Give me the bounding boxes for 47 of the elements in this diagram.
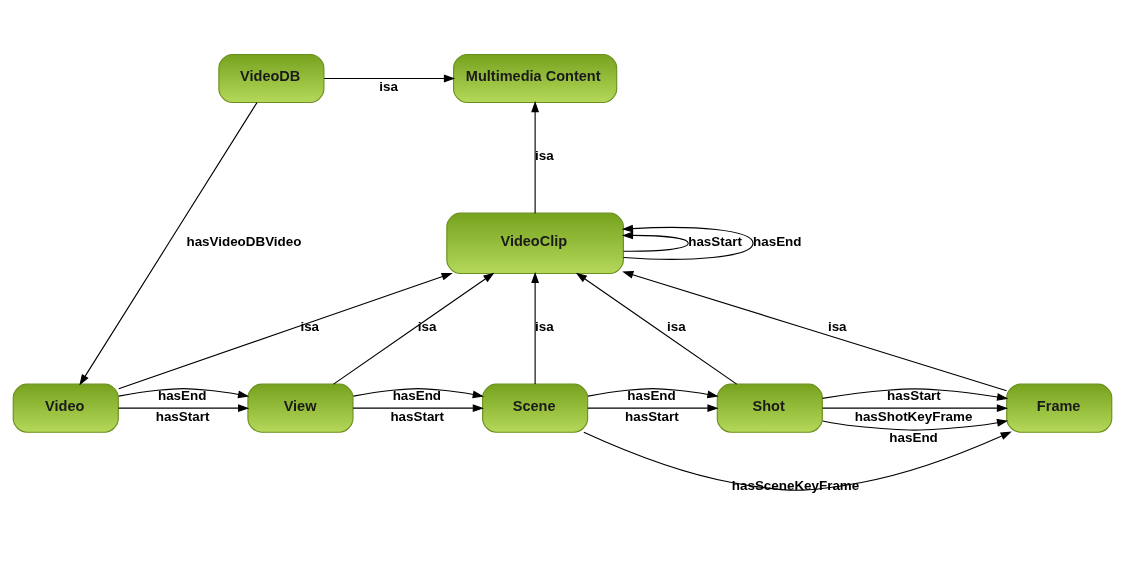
edge-label: hasStart: [155, 409, 210, 425]
edge-label: isa: [535, 148, 554, 164]
arrow: [333, 272, 495, 385]
arrow: [117, 404, 250, 413]
arrow: [621, 231, 689, 252]
edge-label: hasStart: [625, 409, 679, 425]
arrow: [352, 388, 484, 399]
arrow: [583, 431, 1012, 491]
arrow: [118, 388, 250, 399]
edge-label: hasShotKeyFrame: [854, 409, 973, 425]
edge-label: hasStart: [688, 233, 742, 249]
arrow: [323, 74, 456, 83]
edge-label: hasEnd: [627, 387, 676, 403]
arrow: [587, 388, 719, 399]
edge-label: isa: [827, 319, 847, 335]
arrow: [531, 100, 540, 214]
node-box: Shot: [716, 383, 823, 433]
arrow: [352, 404, 484, 413]
node-box: VideoClip: [446, 212, 624, 275]
node-box: View: [247, 383, 354, 433]
edge-label: hasStart: [390, 409, 445, 425]
arrow: [587, 404, 719, 413]
node-box: Frame: [1006, 383, 1113, 433]
edge-label: hasEnd: [392, 387, 442, 403]
arrow: [575, 272, 738, 385]
arrow: [822, 404, 1009, 413]
edge-label: hasStart: [887, 387, 941, 403]
edge-label: hasEnd: [157, 387, 207, 403]
node-box: Multimedia Content: [453, 53, 618, 104]
edge-label: hasEnd: [753, 233, 802, 249]
node-box: Scene: [482, 383, 589, 433]
edge-label: hasVideoDBVideo: [186, 233, 302, 249]
arrow: [821, 388, 1009, 401]
arrow: [821, 418, 1009, 431]
arrow: [118, 272, 453, 390]
edge-label: isa: [535, 319, 554, 335]
edge-label: hasEnd: [889, 430, 938, 446]
edge-label: isa: [666, 319, 686, 335]
edge-label: isa: [300, 319, 320, 335]
node-box: Video: [12, 383, 119, 433]
arrow: [621, 224, 754, 260]
edge-label: isa: [417, 319, 437, 335]
node-box: VideoDB: [218, 53, 325, 104]
arrow: [531, 271, 540, 385]
edge-label: isa: [379, 79, 398, 95]
arrow: [622, 271, 1008, 392]
arrow: [79, 102, 258, 386]
